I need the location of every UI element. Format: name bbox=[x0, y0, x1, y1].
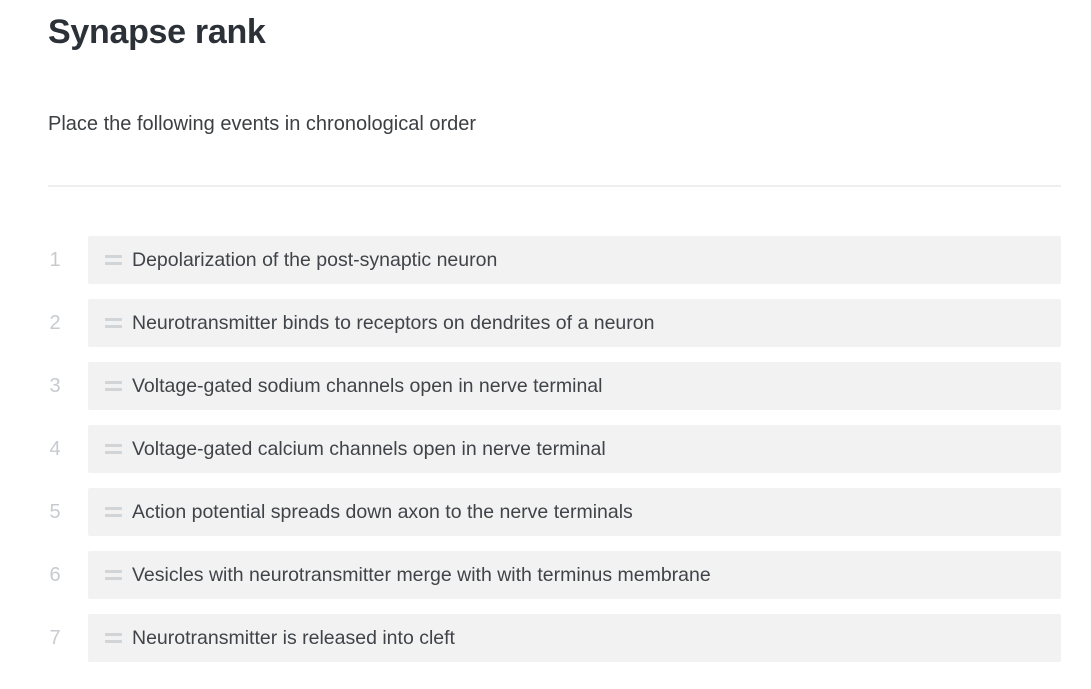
rank-item-label: Depolarization of the post-synaptic neur… bbox=[132, 249, 498, 271]
rank-list: 1 Depolarization of the post-synaptic neu… bbox=[0, 236, 1091, 677]
drag-handle-icon[interactable] bbox=[105, 569, 122, 582]
rank-position-number: 2 bbox=[49, 312, 61, 334]
draggable-row[interactable]: Action potential spreads down axon to th… bbox=[88, 488, 1061, 536]
rank-position-number: 7 bbox=[49, 627, 61, 649]
draggable-row[interactable]: Neurotransmitter binds to receptors on d… bbox=[88, 299, 1061, 347]
list-item[interactable]: 4 Voltage-gated calcium channels open in … bbox=[0, 425, 1091, 473]
draggable-row[interactable]: Voltage-gated calcium channels open in n… bbox=[88, 425, 1061, 473]
draggable-row[interactable]: Voltage-gated sodium channels open in ne… bbox=[88, 362, 1061, 410]
rank-item-label: Neurotransmitter binds to receptors on d… bbox=[132, 312, 655, 334]
draggable-row[interactable]: Vesicles with neurotransmitter merge wit… bbox=[88, 551, 1061, 599]
rank-item-label: Action potential spreads down axon to th… bbox=[132, 501, 633, 523]
drag-handle-icon[interactable] bbox=[105, 632, 122, 645]
drag-handle-icon[interactable] bbox=[105, 317, 122, 330]
list-item[interactable]: 3 Voltage-gated sodium channels open in n… bbox=[0, 362, 1091, 410]
question-instructions: Place the following events in chronologi… bbox=[48, 113, 477, 135]
list-item[interactable]: 2 Neurotransmitter binds to receptors on … bbox=[0, 299, 1091, 347]
drag-handle-icon[interactable] bbox=[105, 254, 122, 267]
list-item[interactable]: 5 Action potential spreads down axon to t… bbox=[0, 488, 1091, 536]
drag-handle-icon[interactable] bbox=[105, 506, 122, 519]
list-item[interactable]: 6 Vesicles with neurotransmitter merge wi… bbox=[0, 551, 1091, 599]
drag-handle-icon[interactable] bbox=[105, 443, 122, 456]
rank-position-number: 3 bbox=[49, 375, 61, 397]
draggable-row[interactable]: Neurotransmitter is released into cleft bbox=[88, 614, 1061, 662]
drag-handle-icon[interactable] bbox=[105, 380, 122, 393]
rank-item-label: Vesicles with neurotransmitter merge wit… bbox=[132, 564, 711, 586]
rank-item-label: Neurotransmitter is released into cleft bbox=[132, 627, 455, 649]
rank-item-label: Voltage-gated calcium channels open in n… bbox=[132, 438, 606, 460]
rank-position-number: 1 bbox=[49, 249, 61, 271]
rank-position-number: 6 bbox=[49, 564, 61, 586]
rank-position-number: 5 bbox=[49, 501, 61, 523]
list-item[interactable]: 1 Depolarization of the post-synaptic neu… bbox=[0, 236, 1091, 284]
page-title: Synapse rank bbox=[48, 13, 266, 51]
rank-item-label: Voltage-gated sodium channels open in ne… bbox=[132, 375, 603, 397]
header-divider bbox=[48, 185, 1061, 187]
rank-position-number: 4 bbox=[49, 438, 61, 460]
draggable-row[interactable]: Depolarization of the post-synaptic neur… bbox=[88, 236, 1061, 284]
list-item[interactable]: 7 Neurotransmitter is released into cleft bbox=[0, 614, 1091, 662]
